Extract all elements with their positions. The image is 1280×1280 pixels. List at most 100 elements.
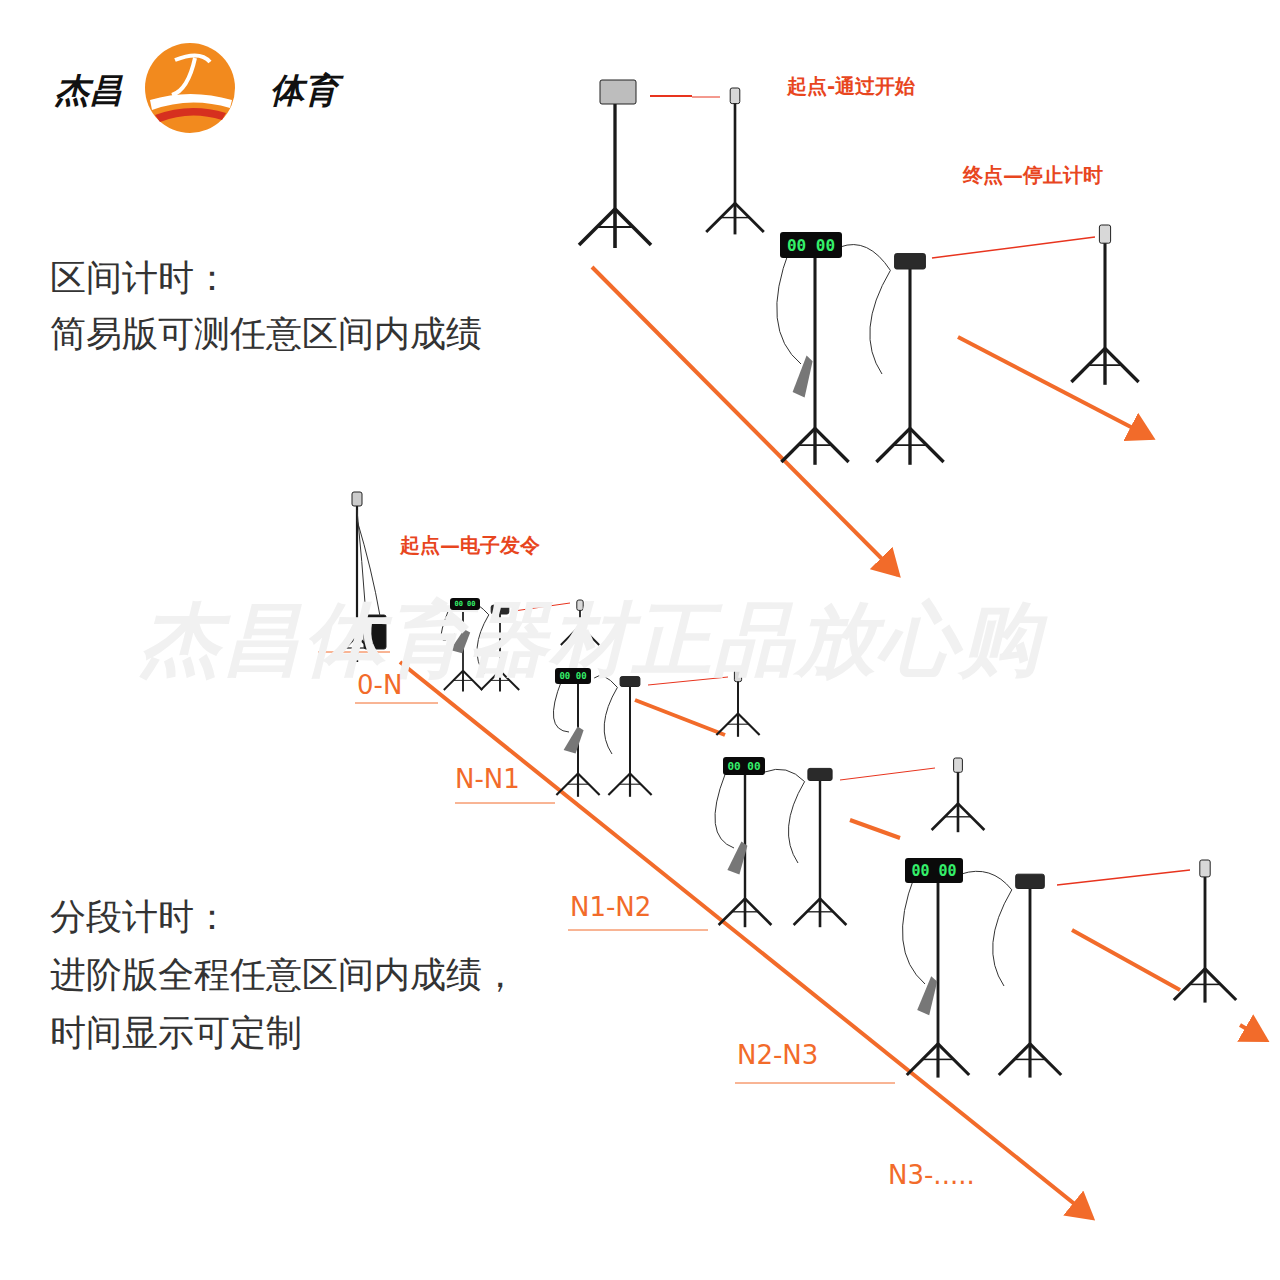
tripod-leg — [613, 209, 617, 248]
caption-text: 区间计时： — [50, 256, 230, 299]
caption-text: 分段计时： — [50, 895, 230, 938]
display-digits: 00 00 — [454, 600, 475, 608]
brand-name: 体育 — [270, 70, 338, 111]
logo — [145, 43, 235, 133]
reflector — [1200, 860, 1210, 877]
track-arrow — [1240, 1025, 1266, 1040]
tripod-brace — [945, 816, 971, 817]
caption-text: 简易版可测任意区间内成绩 — [50, 312, 482, 355]
underline — [735, 1083, 895, 1084]
cable — [961, 871, 1011, 986]
cable — [765, 769, 805, 863]
display-digits: 00 00 — [787, 236, 835, 255]
bag — [917, 976, 937, 1015]
tripod-leg — [744, 899, 747, 928]
sensor — [895, 254, 926, 269]
display-digits: 00 00 — [727, 760, 760, 773]
tripod-leg — [577, 773, 579, 796]
track-line — [850, 820, 900, 838]
caption-text: N1-N2 — [570, 892, 651, 923]
beam-line — [692, 97, 720, 98]
display-digits: 00 00 — [559, 671, 586, 681]
track-line — [635, 700, 725, 735]
track-arrow — [592, 267, 898, 575]
equipment — [333, 80, 1236, 1078]
logo-mark — [172, 55, 210, 95]
tripod-brace — [619, 784, 641, 785]
caption-text: 起点-通过开始 — [787, 74, 915, 98]
caption-text: 进阶版全程任意区间内成绩， — [50, 953, 518, 996]
reflector-stand — [706, 102, 764, 234]
pole — [937, 872, 940, 1046]
pole — [577, 676, 579, 775]
tripod-brace — [1014, 1059, 1045, 1061]
tripod-leg — [629, 773, 631, 796]
caption-text: N2-N3 — [737, 1040, 818, 1071]
pole — [1103, 242, 1106, 351]
watermark: 杰昌体育器材正品放心购 — [140, 592, 1042, 688]
pole — [957, 771, 959, 806]
timer-camera — [600, 80, 636, 104]
caption-text: N-N1 — [455, 764, 520, 795]
caption-text: N3-..... — [888, 1160, 975, 1191]
tripod-brace — [798, 444, 832, 446]
reflector — [730, 88, 740, 104]
pole — [813, 245, 816, 431]
reflector-stand — [716, 681, 759, 737]
logo-circle — [145, 43, 235, 133]
cable — [715, 774, 734, 848]
tripod-brace — [807, 911, 833, 912]
tripod-brace — [1189, 984, 1220, 986]
caption-text: 时间显示可定制 — [50, 1011, 302, 1054]
cable — [553, 680, 569, 732]
bag — [727, 841, 747, 874]
led-display: 00 00 — [723, 757, 765, 775]
tripod-brace — [567, 784, 589, 785]
track-line — [1072, 930, 1180, 990]
reflector — [1099, 225, 1110, 243]
track-arrow — [400, 662, 1092, 1218]
starter-horn — [352, 492, 362, 506]
tripod-brace — [721, 217, 750, 218]
display-stand — [719, 770, 772, 927]
display-stand — [556, 676, 599, 797]
pole — [629, 682, 631, 775]
pole — [744, 770, 746, 901]
pole — [908, 262, 911, 431]
tripod-brace — [1088, 364, 1122, 366]
display-digits: 00 00 — [911, 862, 956, 880]
tripod-brace — [727, 724, 749, 725]
bag — [793, 356, 813, 398]
tripod-leg — [819, 899, 822, 928]
tripod-brace — [732, 911, 758, 912]
caption-text: 终点—停止计时 — [963, 163, 1103, 187]
caption-text: 起点—电子发令 — [400, 533, 540, 557]
underline — [355, 703, 438, 704]
pole — [613, 100, 616, 212]
beam-line — [650, 95, 692, 97]
sensor-stand — [876, 262, 943, 465]
reflector-stand — [1174, 876, 1236, 1003]
cable — [840, 245, 890, 374]
track-arrow — [958, 337, 1152, 438]
tripod-leg — [1028, 1044, 1031, 1078]
beam-line — [840, 768, 935, 780]
tripod-leg — [813, 428, 816, 464]
logo-swoosh — [155, 108, 226, 122]
cable — [594, 676, 617, 754]
tripod-leg — [737, 713, 739, 736]
tripod-leg — [908, 428, 911, 464]
sensor — [1016, 874, 1045, 888]
underline — [568, 930, 708, 931]
pole — [734, 102, 737, 205]
cable — [777, 249, 801, 364]
camera-stand — [579, 100, 651, 248]
underline — [455, 803, 555, 804]
reflector — [954, 758, 963, 772]
sensor-stand — [608, 682, 651, 797]
led-display: 00 00 — [905, 858, 963, 883]
tripod-brace — [597, 226, 633, 228]
led-display: 00 00 — [555, 668, 591, 684]
cable — [903, 876, 926, 984]
